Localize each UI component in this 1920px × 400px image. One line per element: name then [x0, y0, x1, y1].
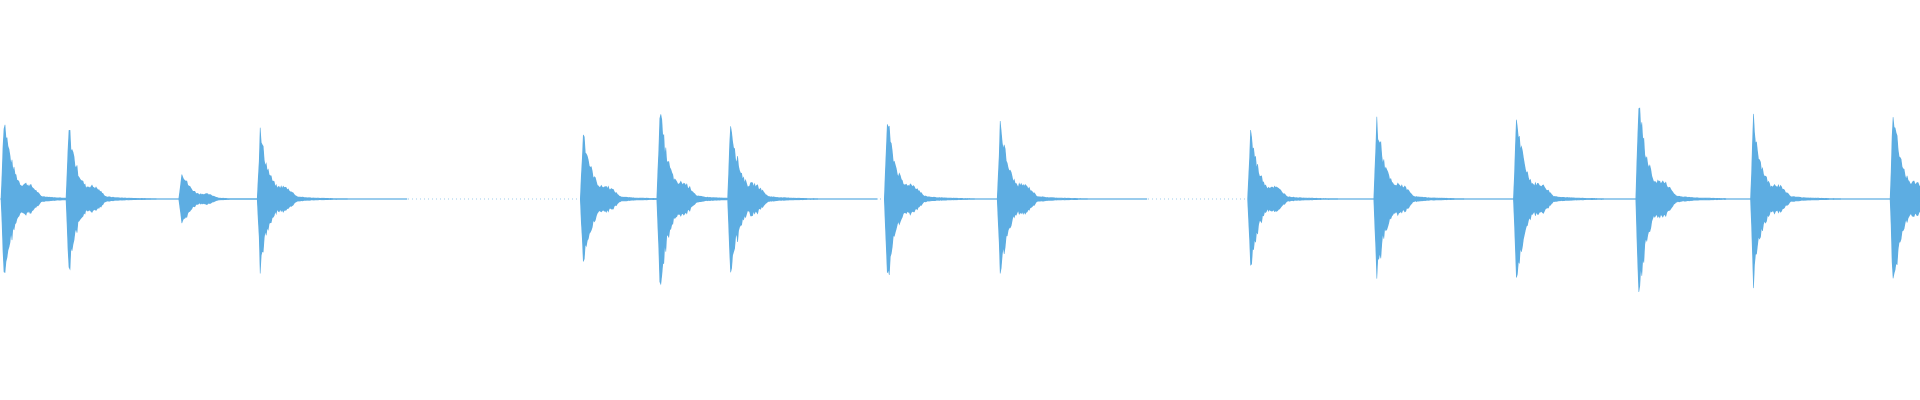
- waveform-transient: [1247, 129, 1338, 266]
- waveform-transient: [1889, 117, 1920, 279]
- waveform-transient: [1373, 116, 1465, 279]
- waveform-group: [0, 107, 1920, 293]
- waveform-transient: [256, 127, 348, 274]
- waveform-transient: [65, 129, 157, 271]
- waveform-transient: [884, 124, 975, 275]
